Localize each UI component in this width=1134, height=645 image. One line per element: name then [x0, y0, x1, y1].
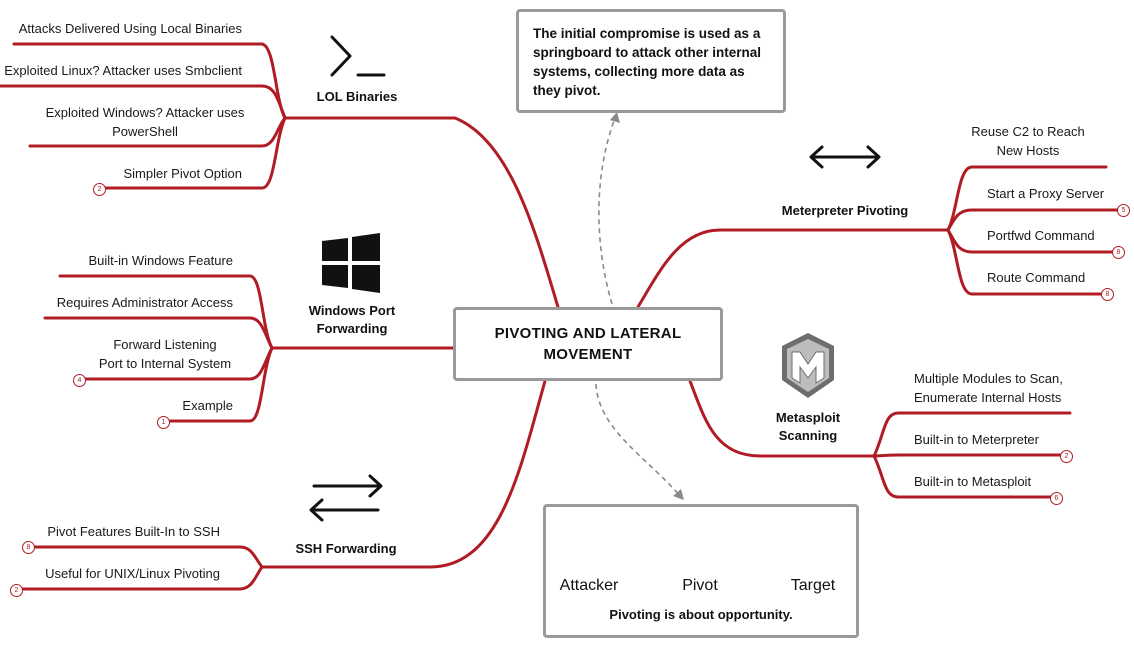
- center-title-line2: MOVEMENT: [543, 346, 633, 363]
- metasploit-title-line1: Metasploit: [775, 410, 841, 425]
- lol-binaries-title: LOL Binaries: [316, 89, 398, 104]
- met-item-2-badge: 5: [1117, 204, 1130, 217]
- bidirectional-arrow-icon: [809, 145, 881, 169]
- lol-item-4-badge: 2: [93, 183, 106, 196]
- branch-ssh: [260, 379, 547, 569]
- met-item-1-line2: New Hosts: [996, 143, 1060, 158]
- twig-met-2: [946, 208, 1124, 232]
- arrowhead-pivot: [673, 489, 684, 500]
- ssh-forwarding-title: SSH Forwarding: [295, 541, 397, 556]
- twig-msf-2: [872, 453, 1064, 458]
- metasploit-scanning-title: Metasploit Scanning: [760, 409, 856, 445]
- swap-arrows-icon: [309, 474, 383, 522]
- met-item-1: Reuse C2 to Reach New Hosts: [970, 122, 1086, 160]
- msf-item-2-badge: 2: [1060, 450, 1073, 463]
- msf-item-3-badge: 6: [1050, 492, 1063, 505]
- lol-item-2: Exploited Linux? Attacker uses Smbclient: [4, 63, 242, 78]
- met-item-3: Portfwd Command: [987, 228, 1095, 243]
- windows-port-title-line1: Windows Port: [308, 303, 396, 318]
- branch-metasploit: [688, 379, 876, 458]
- met-item-2: Start a Proxy Server: [987, 186, 1105, 201]
- twig-msf-3: [872, 454, 1056, 499]
- twig-met-4: [946, 228, 1106, 296]
- center-node: PIVOTING AND LATERAL MOVEMENT: [453, 307, 723, 381]
- twig-ssh-2: [20, 565, 264, 591]
- winport-item-4: Example: [182, 398, 233, 413]
- winport-item-3-line2: Port to Internal System: [98, 356, 232, 371]
- ssh-item-1: Pivot Features Built-In to SSH: [47, 524, 220, 539]
- note-text: The initial compromise is used as a spri…: [533, 26, 762, 98]
- winport-item-3-line1: Forward Listening: [113, 337, 217, 352]
- windows-port-forwarding-title: Windows Port Forwarding: [290, 302, 414, 338]
- metasploit-title-line2: Scanning: [778, 428, 838, 443]
- msf-item-1: Multiple Modules to Scan, Enumerate Inte…: [914, 369, 1063, 407]
- winport-item-3: Forward Listening Port to Internal Syste…: [90, 335, 240, 373]
- pivot-caption: Pivoting is about opportunity.: [609, 607, 793, 622]
- metasploit-shield-icon: [782, 333, 834, 398]
- twig-lol-4: [102, 116, 287, 190]
- msf-item-3: Built-in to Metasploit: [914, 474, 1032, 489]
- msf-item-1-line2: Enumerate Internal Hosts: [914, 390, 1062, 405]
- arrowhead-note: [610, 112, 620, 123]
- center-title-line1: PIVOTING AND LATERAL: [494, 325, 682, 342]
- msf-item-2: Built-in to Meterpreter: [914, 432, 1039, 447]
- twig-msf-1: [872, 411, 1072, 458]
- ssh-item-1-badge: 8: [22, 541, 35, 554]
- winport-item-3-badge: 4: [73, 374, 86, 387]
- twig-win-2: [43, 316, 274, 350]
- branch-lol-binaries: [283, 116, 560, 309]
- dashed-arrow-to-pivot: [595, 383, 681, 497]
- met-item-1-line1: Reuse C2 to Reach: [971, 124, 1085, 139]
- msf-item-1-line1: Multiple Modules to Scan,: [914, 371, 1063, 386]
- met-item-3-badge: 8: [1112, 246, 1125, 259]
- winport-item-4-badge: 1: [157, 416, 170, 429]
- lol-item-3: Exploited Windows? Attacker uses PowerSh…: [30, 103, 260, 141]
- winport-item-2: Requires Administrator Access: [56, 295, 233, 310]
- lol-item-3-line1: Exploited Windows? Attacker uses: [45, 105, 245, 120]
- terminal-prompt-icon: [330, 35, 386, 77]
- twig-win-4: [166, 346, 274, 423]
- note-box: The initial compromise is used as a spri…: [516, 9, 786, 113]
- pivot-diagram-box: Attacker Pivot Target Pivoting is about …: [543, 504, 859, 638]
- twig-lol-2: [0, 84, 287, 120]
- windows-port-title-line2: Forwarding: [316, 321, 388, 336]
- target-label: Target: [790, 577, 836, 594]
- ssh-item-2: Useful for UNIX/Linux Pivoting: [45, 566, 220, 581]
- dashed-arrow-to-note: [598, 117, 616, 305]
- pivot-label: Pivot: [682, 577, 718, 594]
- twig-ssh-1: [28, 545, 264, 569]
- ssh-item-2-badge: 2: [10, 584, 23, 597]
- lol-item-1: Attacks Delivered Using Local Binaries: [18, 21, 242, 36]
- windows-logo-icon: [322, 233, 380, 293]
- meterpreter-pivoting-title: Meterpreter Pivoting: [781, 203, 909, 218]
- attacker-label: Attacker: [559, 577, 619, 594]
- lol-item-4: Simpler Pivot Option: [123, 166, 243, 181]
- lol-item-3-line2: PowerShell: [112, 124, 178, 139]
- winport-item-1: Built-in Windows Feature: [88, 253, 234, 268]
- branch-meterpreter: [636, 228, 950, 309]
- met-item-4: Route Command: [987, 270, 1086, 285]
- met-item-4-badge: 8: [1101, 288, 1114, 301]
